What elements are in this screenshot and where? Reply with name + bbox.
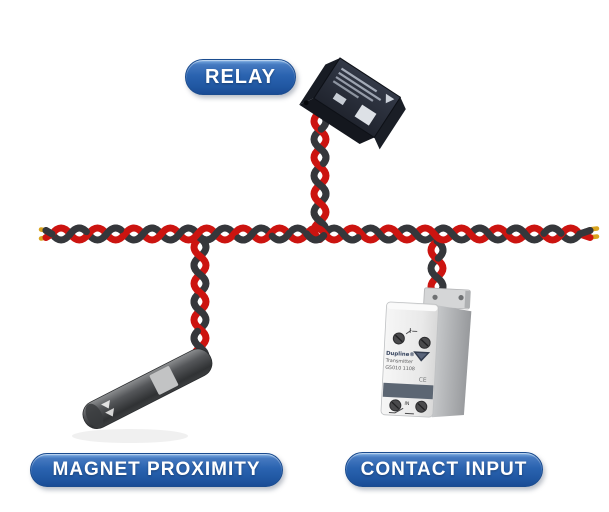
relay-label-print — [332, 67, 395, 126]
module-din-tab — [423, 287, 471, 310]
module-input-label: IN — [404, 401, 410, 407]
relay-wire-hole — [303, 100, 309, 106]
module-part-number-text: G5010 1108 — [385, 365, 415, 373]
module-band — [382, 382, 434, 400]
relay-brand-triangle-icon — [385, 93, 395, 104]
contact-drop-wire — [427, 237, 447, 300]
contact-input-module-image: Dupline® Transmitter G5010 1108 CE IN — [380, 287, 472, 418]
bus-connection-symbol-icon — [405, 328, 418, 335]
dupline-bus-wire — [38, 224, 600, 244]
manufacturer-triangle-icon — [413, 351, 431, 362]
magnet-proximity-label-text: MAGNET PROXIMITY — [52, 459, 261, 480]
module-brand-text: Dupline® — [386, 351, 415, 358]
sensor-label — [149, 366, 179, 395]
module-upper-terminals — [392, 328, 431, 349]
contact-switch-symbol-icon — [388, 407, 414, 415]
magnet-drop-wire — [190, 234, 210, 369]
relay-drop-wire — [310, 108, 330, 243]
relay-label-text: RELAY — [205, 65, 276, 88]
module-ce-mark: CE — [418, 377, 427, 384]
module-print-block: Dupline® Transmitter G5010 1108 CE — [384, 351, 431, 384]
relay-label-pill: RELAY — [185, 59, 296, 95]
sensor-logo-icon — [101, 400, 115, 417]
module-lower-terminals: IN — [388, 399, 428, 415]
module-type-text: Transmitter — [384, 358, 413, 365]
magnet-proximity-label-pill: MAGNET PROXIMITY — [30, 453, 283, 487]
magnet-proximity-sensor-image — [72, 348, 213, 443]
contact-input-label-text: CONTACT INPUT — [360, 458, 528, 480]
contact-input-label-pill: CONTACT INPUT — [345, 452, 543, 487]
sensor-shadow — [72, 429, 188, 443]
relay-module-image — [299, 57, 406, 150]
